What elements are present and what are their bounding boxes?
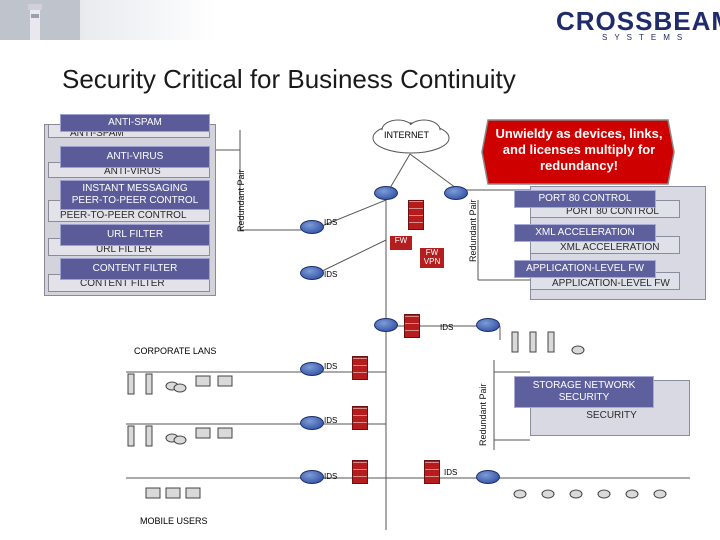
ids-label: IDS (444, 468, 458, 477)
anti-virus-back-label: ANTI-VIRUS (104, 166, 161, 177)
xml-back-label: XML ACCELERATION (560, 242, 660, 253)
internet-label: INTERNET (384, 130, 429, 140)
anti-virus-module: ANTI-VIRUS (60, 146, 210, 168)
peer-control-back-label: PEER-TO-PEER CONTROL (60, 210, 187, 221)
router-icon (300, 416, 324, 430)
instant-messaging-module: INSTANT MESSAGING PEER-TO-PEER CONTROL (60, 180, 210, 210)
xml-acceleration-module: XML ACCELERATION (514, 224, 656, 242)
content-filter-module: CONTENT FILTER (60, 258, 210, 280)
port80-module: PORT 80 CONTROL (514, 190, 656, 208)
internet-cloud-icon (372, 119, 450, 154)
router-icon (300, 470, 324, 484)
router-icon (300, 362, 324, 376)
header-band (0, 0, 720, 40)
ids-label: IDS (324, 362, 338, 371)
firewall-icon (352, 356, 368, 380)
storage-network-security-module: STORAGE NETWORK SECURITY (514, 376, 654, 408)
router-icon (444, 186, 468, 200)
ids-label: IDS (324, 416, 338, 425)
firewall-icon (352, 406, 368, 430)
callout-text: Unwieldy as devices, links, and licenses… (495, 126, 663, 173)
lighthouse-icon (0, 0, 80, 40)
crossbeam-logo: CROSSBEAM SYSTEMS (556, 6, 720, 42)
ids-label: IDS (440, 323, 454, 332)
router-icon (476, 470, 500, 484)
router-icon (476, 318, 500, 332)
url-filter-module: URL FILTER (60, 224, 210, 246)
router-icon (374, 186, 398, 200)
url-filter-back-label: URL FILTER (96, 244, 153, 255)
app-fw-back-label: APPLICATION-LEVEL FW (552, 278, 670, 289)
fw-badge: FW (390, 236, 412, 250)
page-title: Security Critical for Business Continuit… (62, 64, 516, 94)
router-icon (374, 318, 398, 332)
firewall-icon (352, 460, 368, 484)
ids-label: IDS (324, 270, 338, 279)
callout-burst (481, 119, 675, 185)
anti-spam-module: ANTI-SPAM (60, 114, 210, 132)
content-filter-back-label: CONTENT FILTER (80, 278, 165, 289)
anti-spam-back-label: ANTI-SPAM (70, 128, 124, 139)
firewall-icon (404, 314, 420, 338)
corporate-lans-label: CORPORATE LANS (134, 346, 217, 356)
ids-label: IDS (324, 472, 338, 481)
firewall-icon (408, 200, 424, 230)
router-icon (300, 220, 324, 234)
app-level-fw-module: APPLICATION-LEVEL FW (514, 260, 656, 278)
fw-vpn-badge: FW VPN (420, 248, 444, 268)
firewall-icon (424, 460, 440, 484)
port80-back-label: PORT 80 CONTROL (566, 206, 659, 217)
router-icon (300, 266, 324, 280)
mobile-users-label: MOBILE USERS (140, 516, 208, 526)
ids-label: IDS (324, 218, 338, 227)
